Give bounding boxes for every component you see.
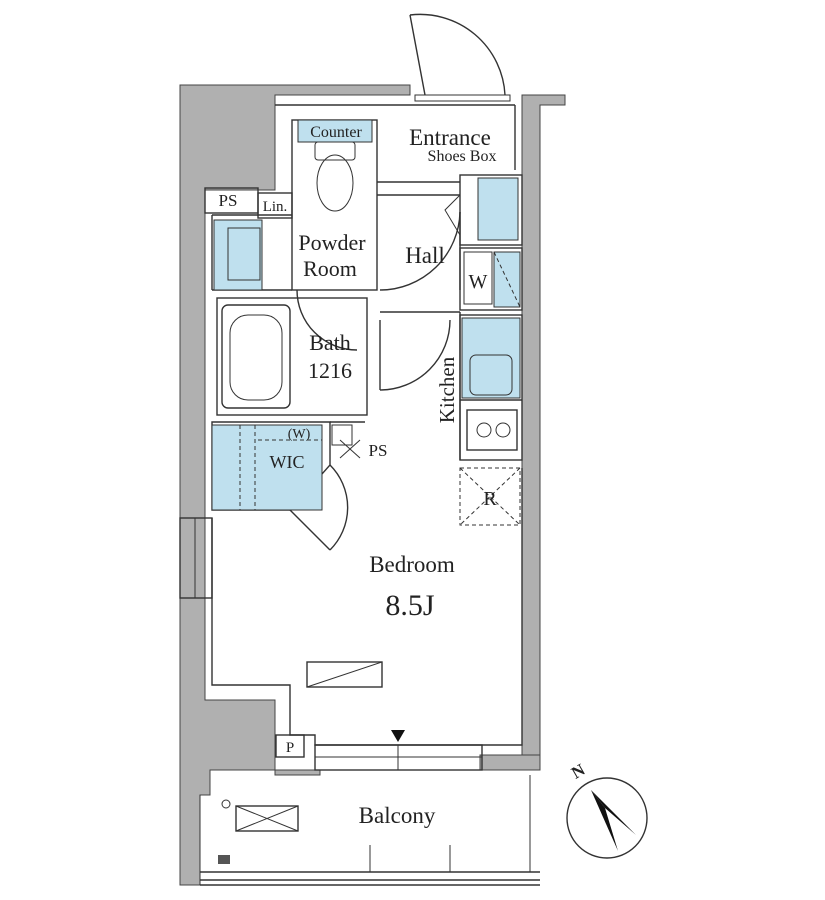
ac-unit-icon [306, 661, 383, 688]
ps-wic-label: PS [369, 441, 388, 460]
bedroom-size-label: 8.5J [385, 589, 435, 622]
fixtures [211, 119, 521, 526]
windows [179, 517, 483, 771]
main-entry-arrow-icon [391, 730, 405, 742]
balcony-railing [199, 775, 540, 886]
kitchen-counter [461, 317, 521, 399]
bedroom-label: Bedroom [369, 552, 455, 577]
entrance-door [409, 13, 511, 102]
wic-storage [211, 424, 323, 511]
toilet-bowl-icon [316, 154, 354, 212]
balcony-right-wall [479, 754, 541, 771]
refrigerator-space [459, 467, 521, 526]
wic-w-label: (W) [288, 427, 311, 442]
right-structural-wall [521, 94, 566, 756]
powder-room-label-line1: Powder [298, 230, 366, 255]
bathtub-icon [221, 304, 291, 409]
toilet-tank-icon [314, 141, 356, 161]
shoes-box-label: Shoes Box [428, 148, 497, 165]
p-label: P [286, 740, 294, 756]
linen-label: Lin. [263, 199, 288, 215]
refrigerator-label: R [483, 488, 497, 510]
drain-icon [218, 855, 230, 864]
washer-space [463, 251, 493, 305]
ps-duct [331, 424, 353, 446]
ps-top-box [204, 187, 259, 214]
ps-top-label: PS [219, 191, 238, 210]
powder-room-label-line2: Room [303, 256, 357, 281]
entrance-label: Entrance [409, 125, 491, 150]
interior-doors [289, 194, 461, 551]
washer-label: W [469, 271, 488, 293]
p-box [275, 734, 305, 758]
wic-label: WIC [270, 452, 305, 472]
shoes-box-cabinet [477, 177, 519, 241]
hall-label: Hall [405, 243, 445, 268]
stove-icon [466, 409, 518, 451]
counter-label: Counter [310, 124, 362, 141]
north-label: N [568, 760, 589, 783]
bath-size-label: 1216 [308, 358, 352, 383]
north-compass-icon: N [566, 760, 648, 859]
kitchen-label: Kitchen [435, 356, 459, 423]
bedroom-side-window [179, 517, 213, 599]
balcony-top-wall [274, 769, 321, 776]
kitchen-sink-icon [469, 354, 513, 396]
bath-label: Bath [309, 330, 351, 355]
balcony-label: Balcony [359, 803, 436, 828]
washbasin-icon [213, 219, 263, 291]
outdoor-unit-icon [221, 799, 299, 832]
